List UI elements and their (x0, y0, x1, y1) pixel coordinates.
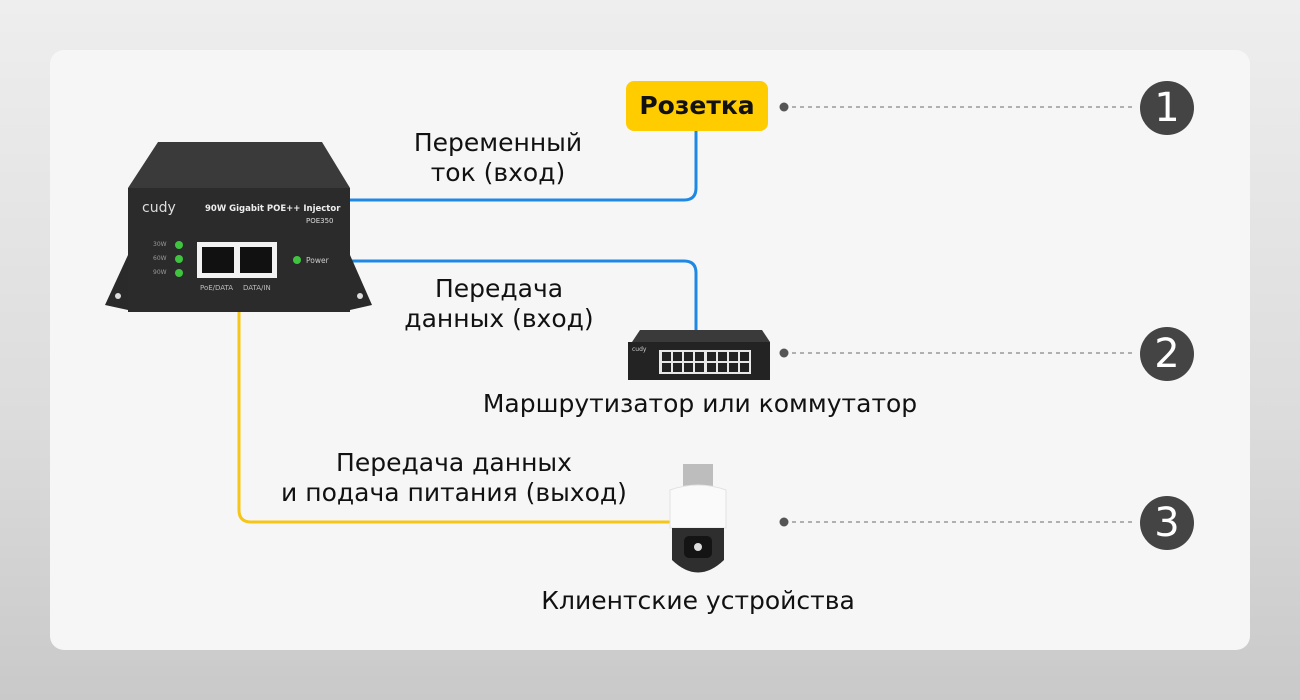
step-number-1: 1 (1140, 81, 1194, 135)
injector-title: 90W Gigabit POE++ Injector (205, 204, 341, 214)
poe-output-label: Передача данных и подача питания (выход) (254, 448, 654, 508)
leader-dot-2 (779, 348, 789, 358)
camera-label: Клиентские устройства (541, 586, 855, 615)
data-input-line (348, 259, 698, 330)
poe-output-line (237, 312, 672, 524)
ac-input-label-line1: Переменный (413, 128, 583, 157)
camera-image (669, 464, 727, 573)
data-input-label-line1: Передача (434, 274, 564, 303)
data-input-label-line2: данных (вход) (404, 304, 594, 333)
poe-output-label-line2: и подача питания (выход) (281, 478, 627, 507)
injector-brand: cudy (142, 200, 176, 216)
ac-input-label-line2: ток (вход) (430, 158, 566, 187)
port-label-poe-data: PoE/DATA (200, 284, 234, 292)
led-label-30w: 30W (153, 241, 167, 248)
led-label-90w: 90W (153, 269, 167, 276)
poe-injector-image (105, 142, 372, 312)
data-input-label: Передача данных (вход) (384, 274, 614, 334)
ac-input-label: Переменный ток (вход) (398, 128, 598, 188)
poe-output-label-line1: Передача данных (336, 448, 572, 477)
step-number-3: 3 (1140, 496, 1194, 550)
port-label-data-in: DATA/IN (243, 284, 271, 292)
leader-dot-1 (779, 102, 789, 112)
switch-image (628, 330, 770, 380)
ac-input-line (348, 131, 698, 202)
power-led-label: Power (306, 256, 329, 265)
switch-brand: cudy (632, 346, 647, 353)
injector-model: POE350 (306, 217, 334, 225)
outlet-badge: Розетка (626, 81, 768, 131)
leader-dot-3 (779, 517, 789, 527)
step-number-2: 2 (1140, 327, 1194, 381)
led-label-60w: 60W (153, 255, 167, 262)
switch-label: Маршрутизатор или коммутатор (482, 389, 918, 418)
